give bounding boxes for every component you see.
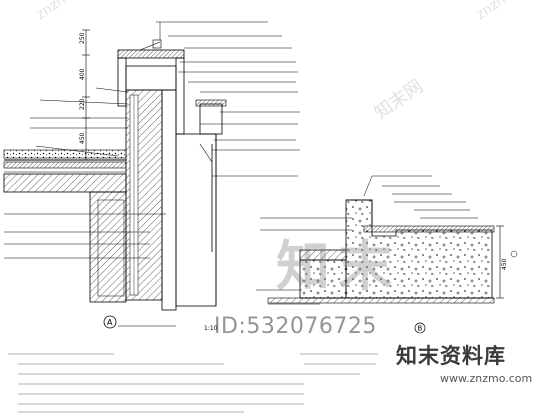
svg-text:znzmo.com: znzmo.com (473, 0, 548, 23)
watermark-id: ID:532076725 (214, 314, 377, 339)
dim-b: 450 (501, 258, 508, 270)
detail-a-section: 250 400 220 450 (3, 21, 300, 332)
notes-block (4, 350, 544, 419)
watermark-url: www.znzmo.com (440, 372, 533, 385)
dim-a-4: 450 (79, 132, 86, 144)
notes-lines (8, 353, 378, 413)
watermark-big-mark: 知末 (276, 235, 400, 298)
svg-text:znzmo.com: znzmo.com (33, 0, 108, 23)
dim-a-3: 220 (79, 98, 86, 110)
watermark-brand: 知末资料库 (396, 344, 506, 368)
dim-a-1: 250 (79, 32, 86, 44)
detail-a-scale: 1:10 (204, 325, 218, 332)
dim-a-2: 400 (79, 68, 86, 80)
detail-b-section: 450 B (256, 175, 518, 334)
detail-a-marker: A (107, 318, 113, 327)
detail-b-marker: B (418, 325, 423, 333)
svg-text:知末网: 知末网 (371, 76, 427, 124)
watermark-banner (386, 333, 558, 417)
